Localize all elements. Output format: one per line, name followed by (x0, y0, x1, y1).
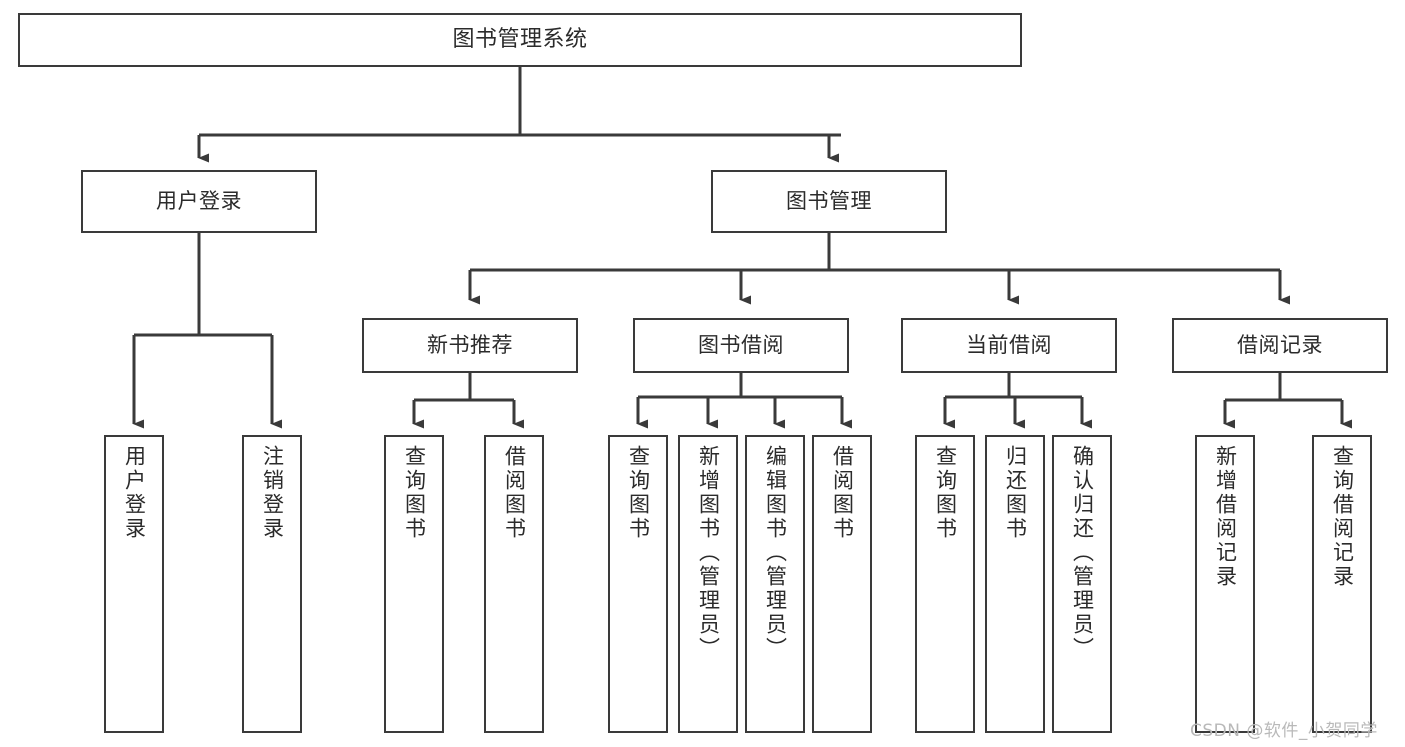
node-user-login[interactable]: 用户登录 (81, 170, 317, 233)
node-label: 查询图书 (402, 445, 427, 541)
leaf-borrow-record-add[interactable]: 新增借阅记录 (1195, 435, 1255, 733)
node-book-borrow[interactable]: 图书借阅 (633, 318, 849, 373)
node-label: 归还图书 (1003, 445, 1028, 541)
node-label: 新增图书（管理员） (696, 445, 721, 661)
leaf-book-borrow-add[interactable]: 新增图书（管理员） (678, 435, 738, 733)
node-new-book-recommend[interactable]: 新书推荐 (362, 318, 578, 373)
leaf-current-borrow-return[interactable]: 归还图书 (985, 435, 1045, 733)
node-label: 查询图书 (933, 445, 958, 541)
node-label: 新增借阅记录 (1213, 445, 1238, 589)
node-label: 图书管理系统 (452, 27, 588, 53)
node-label: 注销登录 (260, 445, 285, 541)
leaf-user-login-signin[interactable]: 用户登录 (104, 435, 164, 733)
leaf-book-borrow-query[interactable]: 查询图书 (608, 435, 668, 733)
node-root-system[interactable]: 图书管理系统 (18, 13, 1022, 67)
node-label: 借阅记录 (1237, 332, 1323, 357)
leaf-book-borrow-borrow[interactable]: 借阅图书 (812, 435, 872, 733)
node-label: 编辑图书（管理员） (763, 445, 788, 661)
node-label: 查询借阅记录 (1330, 445, 1355, 589)
node-label: 查询图书 (626, 445, 651, 541)
node-label: 确认归还（管理员） (1070, 445, 1095, 661)
node-label: 新书推荐 (427, 332, 513, 357)
leaf-new-book-borrow[interactable]: 借阅图书 (484, 435, 544, 733)
node-label: 借阅图书 (502, 445, 527, 541)
node-label: 借阅图书 (830, 445, 855, 541)
watermark-text: CSDN @软件_小贺同学 (1190, 721, 1378, 741)
leaf-new-book-query[interactable]: 查询图书 (384, 435, 444, 733)
node-label: 当前借阅 (966, 332, 1052, 357)
leaf-current-borrow-confirm-return[interactable]: 确认归还（管理员） (1052, 435, 1112, 733)
leaf-current-borrow-query[interactable]: 查询图书 (915, 435, 975, 733)
node-label: 图书借阅 (698, 332, 784, 357)
node-label: 用户登录 (156, 188, 242, 213)
leaf-user-login-signout[interactable]: 注销登录 (242, 435, 302, 733)
node-current-borrow[interactable]: 当前借阅 (901, 318, 1117, 373)
leaf-borrow-record-query[interactable]: 查询借阅记录 (1312, 435, 1372, 733)
node-label: 用户登录 (122, 445, 147, 541)
leaf-book-borrow-edit[interactable]: 编辑图书（管理员） (745, 435, 805, 733)
node-borrow-record[interactable]: 借阅记录 (1172, 318, 1388, 373)
node-book-management[interactable]: 图书管理 (711, 170, 947, 233)
node-label: 图书管理 (786, 188, 872, 213)
